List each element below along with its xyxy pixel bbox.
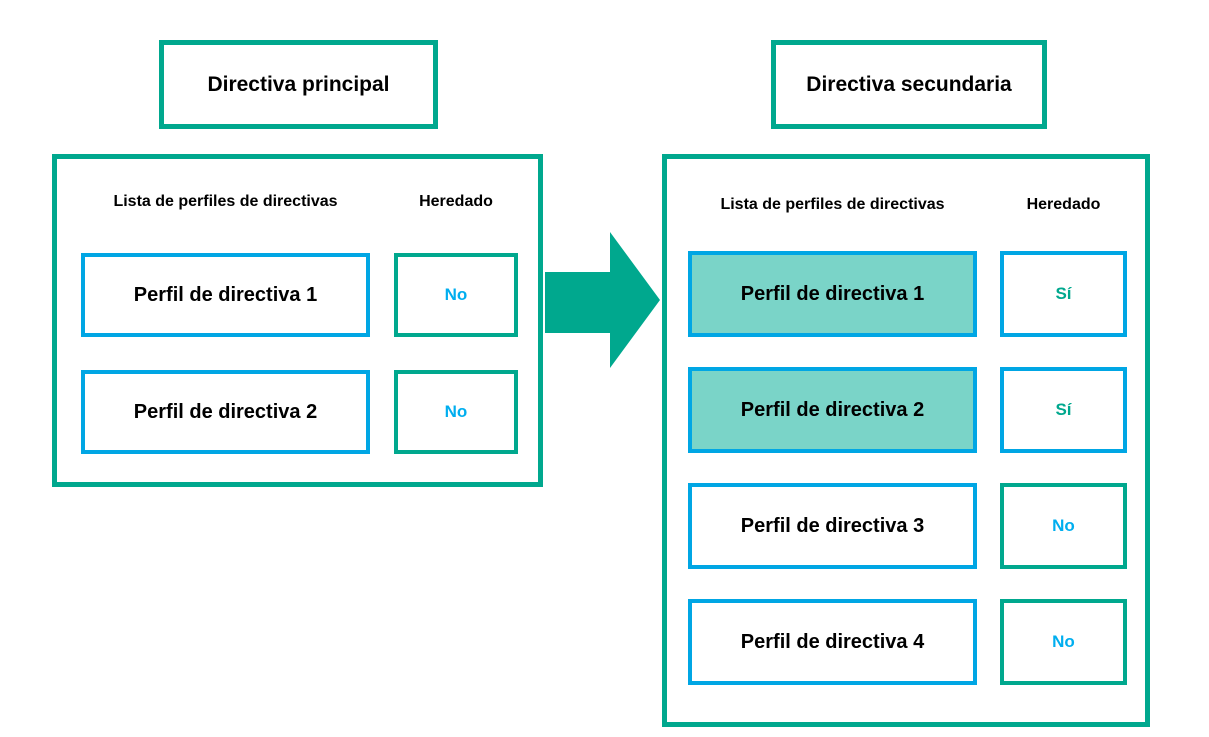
secondary-policy-panel: Lista de perfiles de directivas Heredado… xyxy=(662,154,1150,727)
inherited-status-box: No xyxy=(1000,483,1127,569)
inherited-status-box: No xyxy=(394,370,518,454)
column-headers: Lista de perfiles de directivas Heredado xyxy=(81,193,518,211)
policy-profile-box: Perfil de directiva 2 xyxy=(688,367,977,453)
main-policy-panel: Lista de perfiles de directivas Heredado… xyxy=(52,154,543,487)
right-arrow-icon xyxy=(545,232,660,368)
policy-profile-box: Perfil de directiva 2 xyxy=(81,370,370,454)
policy-profile-row: Perfil de directiva 1 Sí xyxy=(688,251,1127,337)
policy-profile-row: Perfil de directiva 1 No xyxy=(81,253,518,337)
inherited-header: Heredado xyxy=(419,193,493,210)
inherited-status-box: Sí xyxy=(1000,251,1127,337)
inherited-header: Heredado xyxy=(1026,196,1101,213)
policy-profile-box: Perfil de directiva 4 xyxy=(688,599,977,685)
secondary-policy-title: Directiva secundaria xyxy=(771,40,1047,129)
policy-profile-box: Perfil de directiva 1 xyxy=(688,251,977,337)
main-policy-title: Directiva principal xyxy=(159,40,438,129)
profiles-list-header: Lista de perfiles de directivas xyxy=(113,193,338,210)
inherited-status-box: Sí xyxy=(1000,367,1127,453)
column-headers: Lista de perfiles de directivas Heredado xyxy=(688,196,1127,214)
policy-profile-row: Perfil de directiva 4 No xyxy=(688,599,1127,685)
policy-profile-row: Perfil de directiva 2 No xyxy=(81,370,518,454)
policy-profile-box: Perfil de directiva 3 xyxy=(688,483,977,569)
inherited-status-box: No xyxy=(394,253,518,337)
inheritance-arrow xyxy=(543,232,661,369)
inherited-status-box: No xyxy=(1000,599,1127,685)
policy-profile-row: Perfil de directiva 3 No xyxy=(688,483,1127,569)
profiles-list-header: Lista de perfiles de directivas xyxy=(720,196,945,213)
policy-profile-box: Perfil de directiva 1 xyxy=(81,253,370,337)
policy-profile-row: Perfil de directiva 2 Sí xyxy=(688,367,1127,453)
